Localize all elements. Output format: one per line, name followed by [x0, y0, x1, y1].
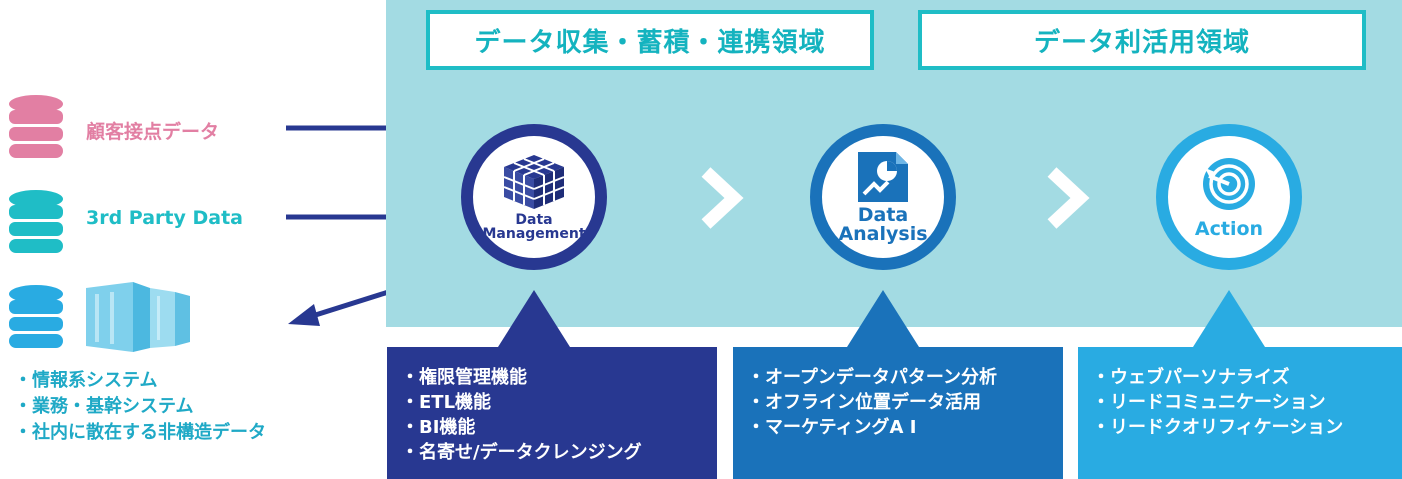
server-rack-icon — [86, 282, 190, 352]
legacy-database-icon — [9, 285, 63, 348]
pointer-triangles — [498, 290, 1265, 347]
list-item: ・名寄せ/データクレンジング — [401, 442, 642, 463]
legacy-source-list: ・情報系システム ・業務・基幹システム ・社内に散在する非構造データ — [14, 368, 266, 446]
region-label-collect: データ収集・蓄積・連携領域 — [426, 10, 874, 70]
customer-database-icon — [9, 95, 63, 158]
stage-data-management: Data Management — [461, 124, 607, 270]
stage-label-line2: Management — [482, 226, 586, 242]
feature-box-management: ・権限管理機能 ・ETL機能 ・BI機能 ・名寄せ/データクレンジング — [387, 347, 717, 479]
list-item: ・情報系システム — [14, 370, 158, 391]
list-item: ・オープンデータパターン分析 — [747, 367, 998, 388]
source-label-third-party: 3rd Party Data — [86, 207, 243, 229]
stage-label-line1: Action — [1194, 217, 1264, 240]
feature-box-analysis: ・オープンデータパターン分析 ・オフライン位置データ活用 ・マーケティングA I — [733, 347, 1063, 479]
region-label-use: データ利活用領域 — [918, 10, 1366, 70]
sources-graphics — [9, 95, 386, 352]
list-item: ・ETL機能 — [401, 392, 492, 413]
list-item: ・マーケティングA I — [747, 417, 917, 438]
list-item: ・BI機能 — [401, 417, 476, 438]
list-item: ・業務・基幹システム — [14, 396, 194, 417]
stage-data-analysis: Data Analysis — [810, 124, 956, 270]
stage-label-line2: Analysis — [838, 223, 928, 245]
chart-document-icon — [858, 152, 908, 202]
arrow-icon — [286, 125, 386, 326]
list-item: ・社内に散在する非構造データ — [14, 422, 266, 443]
stage-label-line1: Data — [857, 204, 909, 226]
list-item: ・ウェブパーソナライズ — [1092, 367, 1290, 388]
chevron-right-icon — [701, 167, 1090, 229]
list-item: ・リードコミュニケーション — [1092, 392, 1326, 413]
stage-label-line1: Data — [515, 212, 553, 228]
target-arrow-icon — [1203, 157, 1255, 210]
cube-grid-icon — [503, 155, 565, 209]
list-item: ・権限管理機能 — [401, 367, 527, 388]
stage-action: Action — [1156, 124, 1302, 270]
flow-graphics — [498, 167, 1265, 347]
feature-box-action: ・ウェブパーソナライズ ・リードコミュニケーション ・リードクオリフィケーション — [1078, 347, 1402, 479]
list-item: ・オフライン位置データ活用 — [747, 392, 981, 413]
third-party-database-icon — [9, 190, 63, 253]
source-label-customer: 顧客接点データ — [86, 121, 220, 143]
list-item: ・リードクオリフィケーション — [1092, 417, 1344, 438]
